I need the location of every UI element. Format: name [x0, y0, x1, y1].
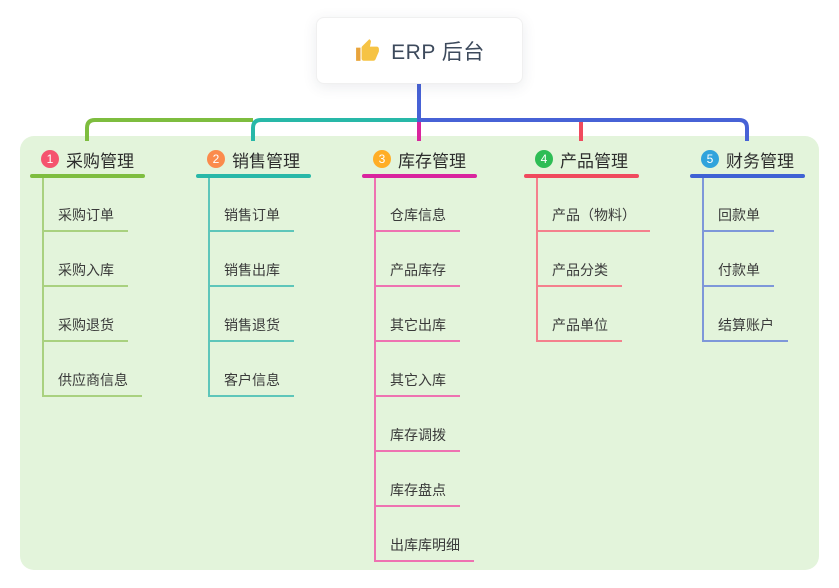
node-purchase-return[interactable]: 采购退货 [42, 314, 128, 342]
branch-title-text: 采购管理 [66, 151, 134, 171]
node-warehouse-info[interactable]: 仓库信息 [374, 204, 460, 232]
branch-underline [362, 174, 477, 178]
branch-title-purchase[interactable]: 1 采购管理 [30, 147, 145, 171]
branch-spine-line [208, 178, 210, 397]
branch-underline [524, 174, 639, 178]
node-product-unit[interactable]: 产品单位 [536, 314, 622, 342]
node-other-inbound[interactable]: 其它入库 [374, 369, 460, 397]
node-payment-bill[interactable]: 付款单 [702, 259, 774, 287]
branch-spine-line [42, 178, 44, 397]
branch-title-sales[interactable]: 2 销售管理 [196, 147, 311, 171]
branch-spine-line [536, 178, 538, 342]
branch-badge-3: 3 [373, 150, 391, 168]
node-sales-outbound[interactable]: 销售出库 [208, 259, 294, 287]
node-sales-return[interactable]: 销售退货 [208, 314, 294, 342]
node-product-category[interactable]: 产品分类 [536, 259, 622, 287]
branch-title-text: 财务管理 [726, 151, 794, 171]
branch-spine-line [702, 178, 704, 342]
root-node-title: ERP 后台 [391, 40, 485, 64]
node-other-outbound[interactable]: 其它出库 [374, 314, 460, 342]
node-outbound-detail[interactable]: 出库库明细 [374, 534, 474, 562]
branch-title-finance[interactable]: 5 财务管理 [690, 147, 805, 171]
thumbs-up-icon [354, 38, 380, 64]
branch-underline [30, 174, 145, 178]
branch-badge-1: 1 [41, 150, 59, 168]
branch-spine-line [374, 178, 376, 562]
node-purchase-order[interactable]: 采购订单 [42, 204, 128, 232]
node-purchase-inbound[interactable]: 采购入库 [42, 259, 128, 287]
branch-title-text: 销售管理 [232, 151, 300, 171]
node-supplier-info[interactable]: 供应商信息 [42, 369, 142, 397]
node-stock-count[interactable]: 库存盘点 [374, 479, 460, 507]
node-settlement-account[interactable]: 结算账户 [702, 314, 788, 342]
branch-badge-2: 2 [207, 150, 225, 168]
branch-title-inventory[interactable]: 3 库存管理 [362, 147, 477, 171]
branches-panel [20, 136, 819, 570]
branch-underline [196, 174, 311, 178]
node-product-stock[interactable]: 产品库存 [374, 259, 460, 287]
node-product-material[interactable]: 产品（物料） [536, 204, 650, 232]
branch-badge-5: 5 [701, 150, 719, 168]
node-customer-info[interactable]: 客户信息 [208, 369, 294, 397]
root-node-erp[interactable]: ERP 后台 [316, 17, 523, 84]
branch-title-text: 产品管理 [560, 151, 628, 171]
branch-underline [690, 174, 805, 178]
node-receipt-bill[interactable]: 回款单 [702, 204, 774, 232]
branch-title-product[interactable]: 4 产品管理 [524, 147, 639, 171]
node-sales-order[interactable]: 销售订单 [208, 204, 294, 232]
branch-badge-4: 4 [535, 150, 553, 168]
branch-title-text: 库存管理 [398, 151, 466, 171]
node-stock-transfer[interactable]: 库存调拨 [374, 424, 460, 452]
